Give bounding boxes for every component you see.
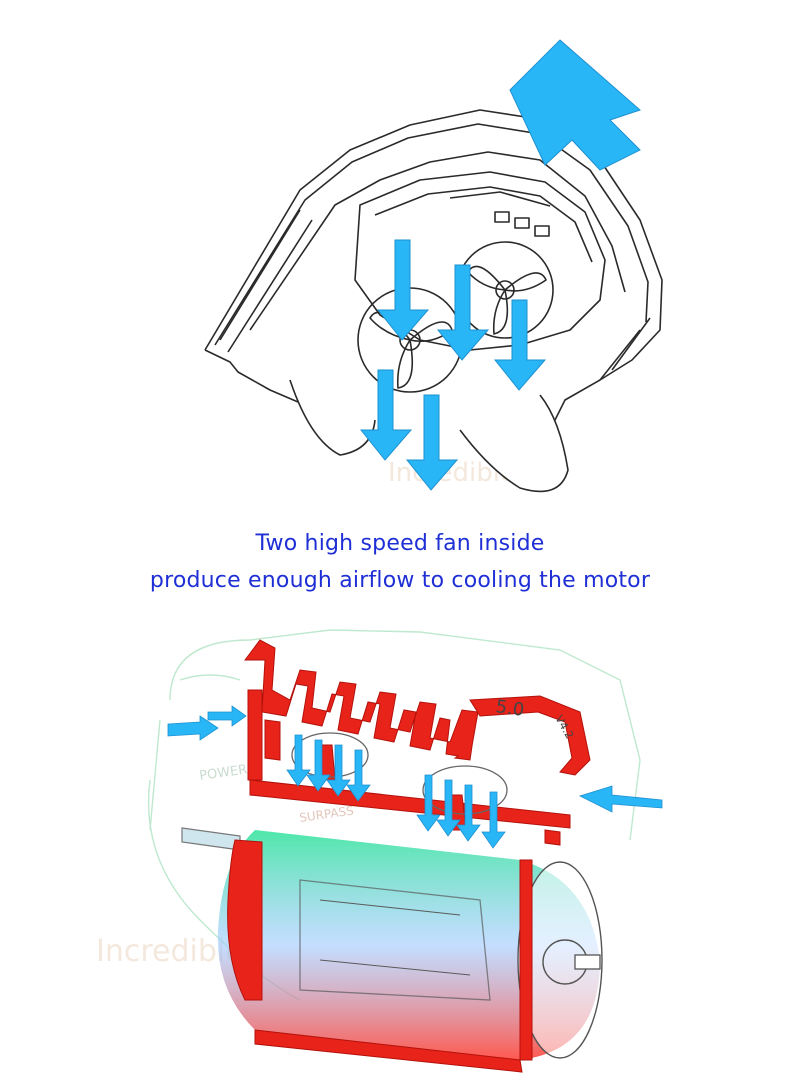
airflow-arrows-bottom	[167, 705, 663, 849]
housing-power-text: POWER	[198, 762, 248, 784]
caption-line-1: Two high speed fan inside	[255, 531, 545, 556]
airflow-arrows-top	[359, 39, 641, 491]
housing-brand-text: SURPASS	[298, 804, 354, 825]
motor-shaft	[181, 827, 241, 851]
caption-line-2: produce enough airflow to cooling the mo…	[149, 568, 651, 593]
motor-can-heat	[217, 830, 603, 1060]
turns-label: 5.0	[494, 696, 525, 721]
fan-housing-drawing	[204, 109, 663, 493]
